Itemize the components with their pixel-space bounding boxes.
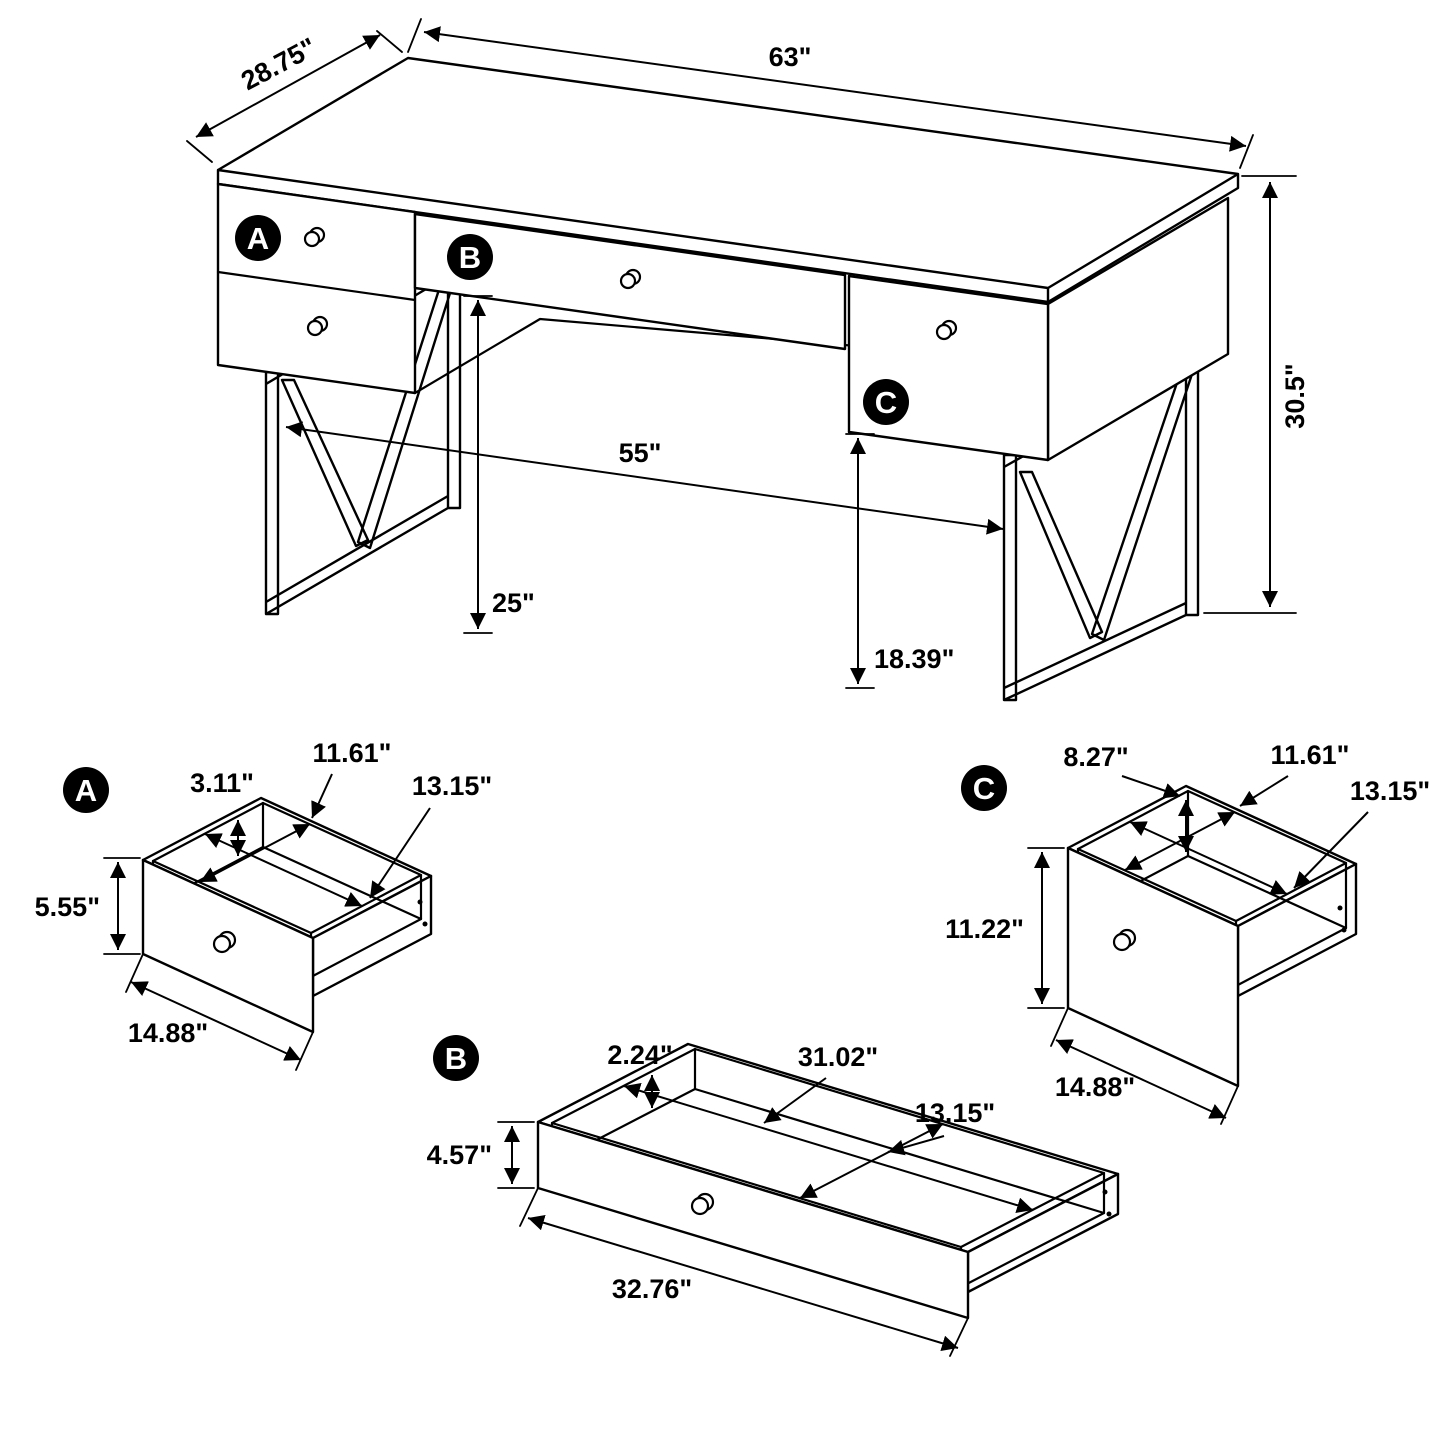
screw-dot <box>422 921 428 927</box>
drawer-a-detail: A 3.11" 11.61" 13.15" 5.55" 14.88" <box>35 738 492 1071</box>
under-drawer-extension-lines <box>845 433 875 689</box>
drawer-c-detail: C 8.27" 11.61" 13.15" 11.22" 14.88" <box>945 740 1430 1125</box>
inner-depth-label: 13.15" <box>915 1098 995 1128</box>
width-dim-line <box>423 26 1247 152</box>
badge-circle <box>961 765 1007 811</box>
drawer-a-detail-badge: A <box>63 767 109 813</box>
front-height-label: 5.55" <box>35 892 100 922</box>
inner-width-leader <box>1293 811 1369 889</box>
knob-front <box>212 934 232 954</box>
clearance-dim-label: 55" <box>619 438 662 468</box>
drawer-b-knob <box>619 268 642 290</box>
screw-dot <box>1337 905 1343 911</box>
drawer-c-knob <box>935 319 958 341</box>
screw-dot <box>1106 1211 1112 1217</box>
inner-width-arrow <box>204 833 363 907</box>
front-width-label: 32.76" <box>612 1274 692 1304</box>
width-dim-label: 63" <box>769 42 812 72</box>
inner-width-arrow <box>1129 821 1288 895</box>
drawer-a-knob <box>303 226 326 248</box>
front-height-label: 11.22" <box>945 914 1024 944</box>
inner-width-leader <box>369 807 431 899</box>
front-height-extension-lines <box>497 1121 535 1189</box>
depth-dim-line <box>195 34 381 138</box>
front-height-label: 4.57" <box>427 1140 492 1170</box>
inner-width-label: 13.15" <box>412 771 492 801</box>
badge-a: A <box>235 215 281 261</box>
badge-b-circle <box>447 234 493 280</box>
kneehole-dim-label: 25" <box>492 588 535 618</box>
lower-left-drawer-knob <box>306 315 329 337</box>
badge-b: B <box>447 234 493 280</box>
badge-letter: A <box>75 773 97 808</box>
badge-a-circle <box>235 215 281 261</box>
knob-front <box>1112 932 1132 952</box>
left-pedestal-drawer-divider <box>216 270 417 302</box>
drawer-a-dimensions: 3.11" 11.61" 13.15" 5.55" 14.88" <box>35 738 492 1071</box>
front-height-extension-lines <box>103 857 141 955</box>
screw-dot <box>417 899 423 905</box>
inner-height-label: 3.11" <box>190 768 254 798</box>
inner-depth-leader <box>311 773 333 819</box>
badge-letter: C <box>973 771 995 806</box>
kneehole-extension-lines <box>463 295 493 634</box>
drawer-c-detail-badge: C <box>961 765 1007 811</box>
badge-circle <box>433 1035 479 1081</box>
drawer-b-detail-badge: B <box>433 1035 479 1081</box>
desk-drawing: A B C <box>216 56 1240 702</box>
front-width-label: 14.88" <box>1055 1072 1135 1102</box>
width-extension-lines <box>407 18 1254 169</box>
front-width-label: 14.88" <box>128 1018 208 1048</box>
inner-height-label: 2.24" <box>607 1040 672 1070</box>
inner-depth-label: 11.61" <box>1271 740 1350 770</box>
inner-height-label: 8.27" <box>1063 742 1128 772</box>
badge-circle <box>63 767 109 813</box>
badge-c-letter: C <box>875 385 897 420</box>
clearance-dim-line <box>285 421 1004 535</box>
knob-front <box>619 272 637 290</box>
drawer-b-detail: B 2.24" 31.02" 13.15" 4.57" 32.76" <box>427 1035 1120 1357</box>
under-drawer-dim-label: 18.39" <box>874 644 954 674</box>
front-width-dim-line <box>527 1214 959 1352</box>
right-pedestal-front <box>847 274 1050 462</box>
front-height-extension-lines <box>1027 847 1065 1009</box>
badge-letter: B <box>445 1041 467 1076</box>
screw-dot <box>1102 1189 1108 1195</box>
inner-depth-arrow <box>799 1123 944 1199</box>
inner-depth-leader <box>1239 775 1289 807</box>
inner-width-label: 31.02" <box>798 1042 878 1072</box>
inner-depth-label: 11.61" <box>313 738 392 768</box>
inner-width-label: 13.15" <box>1350 776 1430 806</box>
depth-dim-label: 28.75" <box>236 32 321 96</box>
drawer-a-detail-knob <box>212 930 237 954</box>
height-extension-lines <box>1203 175 1297 614</box>
knob-front <box>306 319 324 337</box>
drawer-c-detail-knob <box>1112 928 1137 952</box>
badge-c-circle <box>863 379 909 425</box>
left-pedestal-front <box>216 182 417 395</box>
inner-height-leader <box>1121 775 1181 799</box>
badge-b-letter: B <box>459 240 481 275</box>
drawer-b-dimensions: 2.24" 31.02" 13.15" 4.57" 32.76" <box>427 1040 1034 1357</box>
height-dim-label: 30.5" <box>1280 363 1310 428</box>
front-width-dim-line <box>130 981 302 1061</box>
knob-front <box>303 230 321 248</box>
badge-a-letter: A <box>247 221 269 256</box>
screw-dot <box>1341 927 1347 933</box>
badge-c: C <box>863 379 909 425</box>
drawer-c-dimensions: 8.27" 11.61" 13.15" 11.22" 14.88" <box>945 740 1430 1125</box>
knob-front <box>690 1196 710 1216</box>
knob-front <box>935 323 953 341</box>
front-width-extension-lines <box>125 953 314 1071</box>
depth-extension-lines <box>186 30 403 163</box>
front-width-dim-line <box>1055 1039 1227 1119</box>
